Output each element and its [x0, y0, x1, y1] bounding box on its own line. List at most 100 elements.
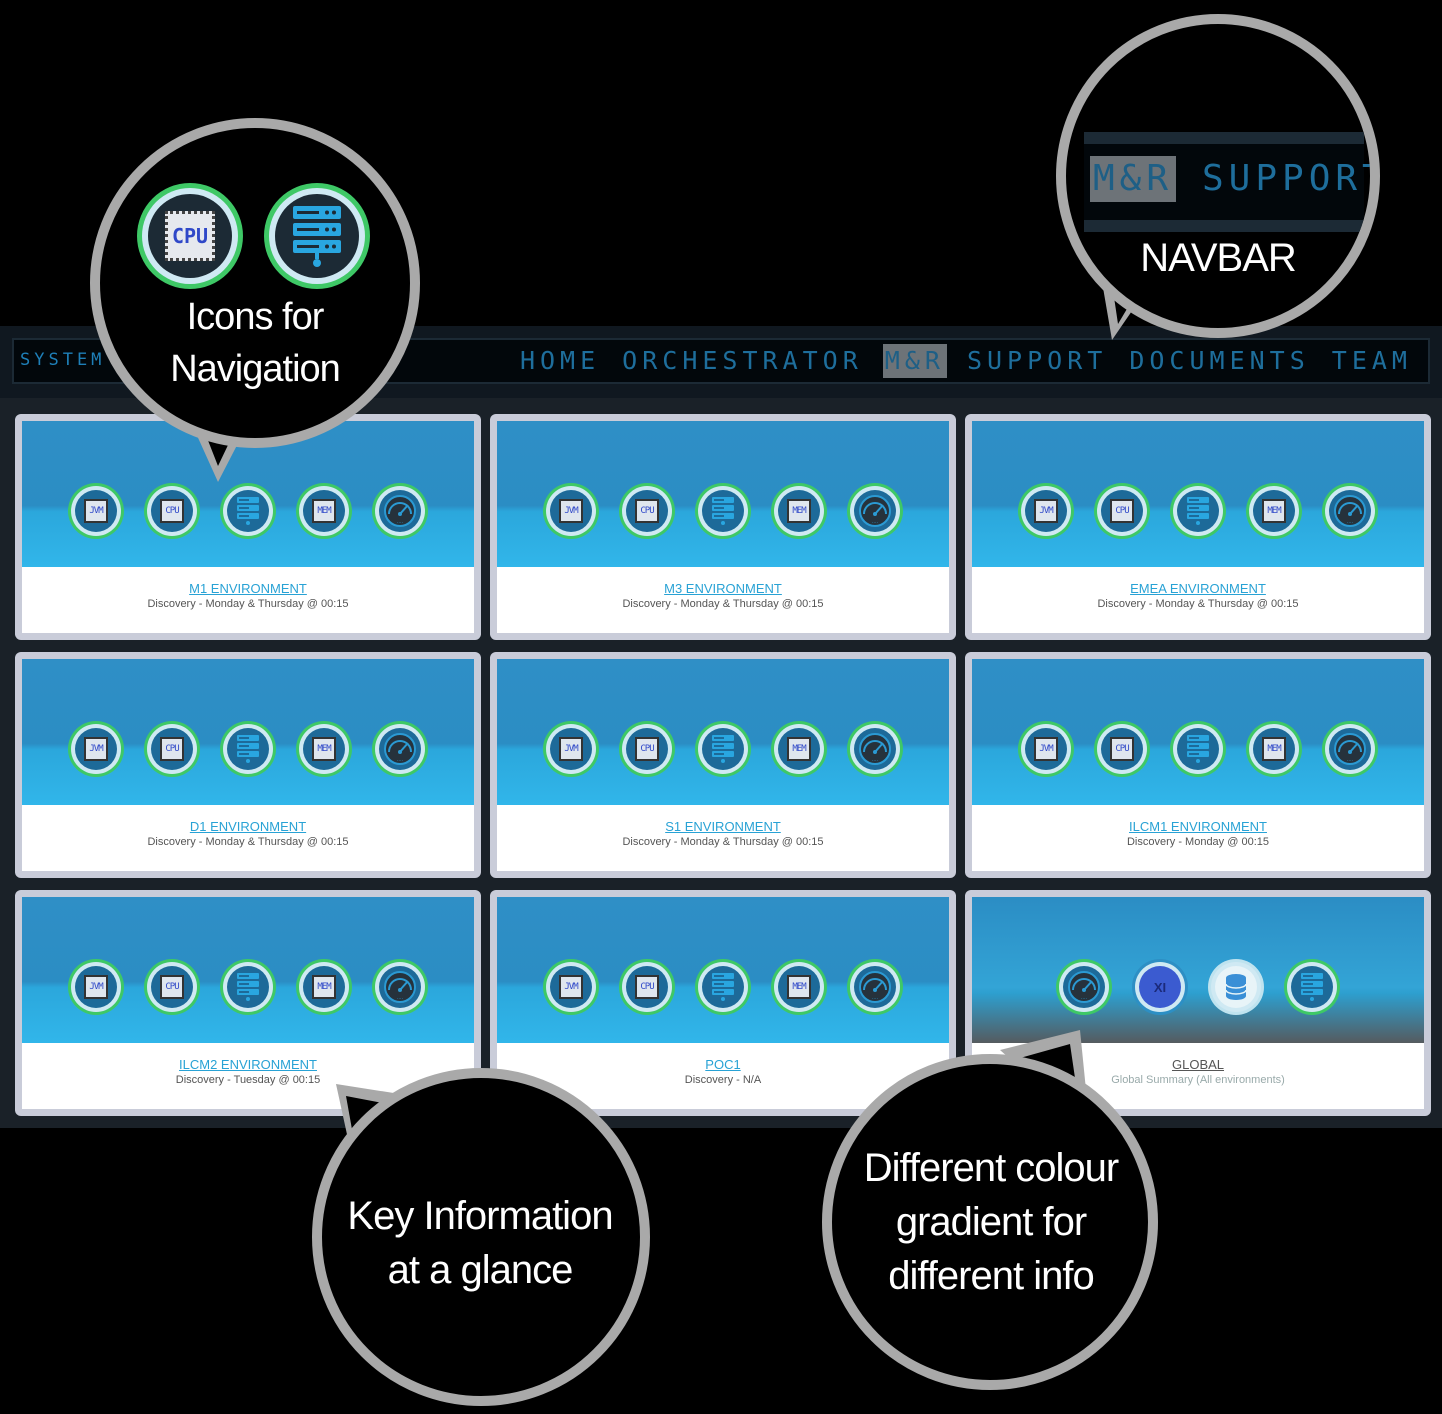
cpu-icon[interactable]: CPU	[144, 483, 200, 539]
server-icon[interactable]	[220, 721, 276, 777]
discovery-schedule: Discovery - Monday & Thursday @ 00:15	[622, 598, 824, 610]
environment-link[interactable]: ILCM2 ENVIRONMENT	[179, 1057, 317, 1072]
svg-text:....: ....	[397, 757, 404, 763]
callout-key-info-line2: at a glance	[387, 1248, 574, 1292]
environment-link[interactable]: EMEA ENVIRONMENT	[1130, 581, 1266, 596]
nav-team[interactable]: TEAM	[1331, 346, 1412, 375]
memory-icon[interactable]: MEM	[771, 721, 827, 777]
chip-glyph: JVM	[1034, 737, 1058, 761]
discovery-schedule: Discovery - Monday @ 00:15	[1126, 836, 1269, 848]
jvm-icon[interactable]: JVM	[68, 483, 124, 539]
memory-icon[interactable]: MEM	[771, 483, 827, 539]
environment-link[interactable]: ILCM1 ENVIRONMENT	[1129, 819, 1267, 834]
server-icon[interactable]	[220, 483, 276, 539]
gauge-icon[interactable]: ....	[1322, 721, 1378, 777]
gauge-icon[interactable]: ....	[847, 721, 903, 777]
jvm-icon[interactable]: JVM	[68, 721, 124, 777]
environment-card: JVM CPU MEM.... ILCM1 ENVIRONMENT Discovery …	[965, 652, 1431, 878]
memory-icon[interactable]: MEM	[296, 721, 352, 777]
server-icon[interactable]	[1170, 483, 1226, 539]
chip-glyph: JVM	[559, 975, 583, 999]
card-header: .... XI	[972, 897, 1424, 1043]
gauge-icon[interactable]: ....	[372, 721, 428, 777]
chip-glyph: CPU	[160, 737, 184, 761]
server-icon[interactable]	[695, 483, 751, 539]
jvm-icon[interactable]: JVM	[68, 959, 124, 1015]
environment-link[interactable]: M3 ENVIRONMENT	[664, 581, 782, 596]
card-header: JVM CPU MEM....	[497, 897, 949, 1043]
card-icon-row: JVM CPU MEM....	[972, 483, 1424, 539]
nav-documents[interactable]: DOCUMENTS	[1129, 346, 1310, 375]
chip-glyph: CPU	[160, 975, 184, 999]
card-header: JVM CPU MEM....	[972, 659, 1424, 805]
environment-link[interactable]: GLOBAL	[1171, 1057, 1225, 1072]
cpu-icon[interactable]: CPU	[144, 721, 200, 777]
callout-navbar-zoom-support: SUPPORT	[1202, 158, 1380, 199]
cpu-icon[interactable]: CPU	[144, 959, 200, 1015]
chip-glyph: JVM	[1034, 499, 1058, 523]
card-header: JVM CPU MEM....	[22, 659, 474, 805]
jvm-icon[interactable]: JVM	[1018, 483, 1074, 539]
card-header: JVM CPU MEM....	[972, 421, 1424, 567]
xi-icon[interactable]: XI	[1132, 959, 1188, 1015]
server-icon[interactable]	[695, 721, 751, 777]
server-icon[interactable]	[1170, 721, 1226, 777]
environment-link[interactable]: POC1	[705, 1057, 741, 1072]
callout-navigation	[90, 118, 420, 448]
brand-logo[interactable]: SYSTEM	[20, 350, 106, 370]
nav-support[interactable]: SUPPORT	[966, 346, 1108, 375]
card-icon-row: JVM CPU MEM....	[497, 959, 949, 1015]
chip-glyph: MEM	[312, 737, 336, 761]
cpu-icon[interactable]: CPU	[619, 959, 675, 1015]
discovery-schedule: Discovery - Monday & Thursday @ 00:15	[147, 836, 349, 848]
database-icon[interactable]	[1208, 959, 1264, 1015]
gauge-icon[interactable]: ....	[372, 483, 428, 539]
gauge-icon[interactable]: ....	[847, 959, 903, 1015]
gauge-icon[interactable]: ....	[1322, 483, 1378, 539]
gauge-icon[interactable]: ....	[372, 959, 428, 1015]
chip-glyph: CPU	[160, 499, 184, 523]
jvm-icon[interactable]: JVM	[543, 959, 599, 1015]
chip-glyph: MEM	[787, 499, 811, 523]
cpu-icon[interactable]: CPU	[619, 483, 675, 539]
server-icon[interactable]	[695, 959, 751, 1015]
gauge-icon[interactable]: ....	[1056, 959, 1112, 1015]
svg-text:....: ....	[397, 519, 404, 525]
chip-glyph: MEM	[312, 975, 336, 999]
jvm-icon[interactable]: JVM	[543, 721, 599, 777]
card-icon-row: .... XI	[972, 959, 1424, 1015]
chip-glyph: MEM	[787, 737, 811, 761]
jvm-icon[interactable]: JVM	[543, 483, 599, 539]
environment-link[interactable]: M1 ENVIRONMENT	[189, 581, 307, 596]
server-icon[interactable]	[220, 959, 276, 1015]
server-icon[interactable]	[1284, 959, 1340, 1015]
card-icon-row: JVM CPU MEM....	[497, 721, 949, 777]
memory-icon[interactable]: MEM	[1246, 721, 1302, 777]
cpu-icon[interactable]: CPU	[619, 721, 675, 777]
memory-icon[interactable]: MEM	[771, 959, 827, 1015]
card-icon-row: JVM CPU MEM....	[497, 483, 949, 539]
nav-m-and-r[interactable]: M&R	[882, 344, 947, 378]
memory-icon[interactable]: MEM	[296, 483, 352, 539]
gauge-icon[interactable]: ....	[847, 483, 903, 539]
nav-orchestrator[interactable]: ORCHESTRATOR	[622, 346, 863, 375]
jvm-icon[interactable]: JVM	[1018, 721, 1074, 777]
nav-home[interactable]: HOME	[519, 346, 601, 375]
chip-glyph: MEM	[787, 975, 811, 999]
environment-link[interactable]: D1 ENVIRONMENT	[189, 819, 307, 834]
chip-glyph: MEM	[1262, 737, 1286, 761]
callout-gradient-line1: Different colour	[863, 1146, 1120, 1190]
memory-icon[interactable]: MEM	[296, 959, 352, 1015]
memory-icon[interactable]: MEM	[1246, 483, 1302, 539]
chip-glyph: MEM	[312, 499, 336, 523]
cpu-icon[interactable]: CPU	[1094, 721, 1150, 777]
svg-text:....: ....	[1081, 995, 1088, 1001]
environment-link[interactable]: S1 ENVIRONMENT	[665, 819, 781, 834]
cpu-icon[interactable]: CPU	[1094, 483, 1150, 539]
